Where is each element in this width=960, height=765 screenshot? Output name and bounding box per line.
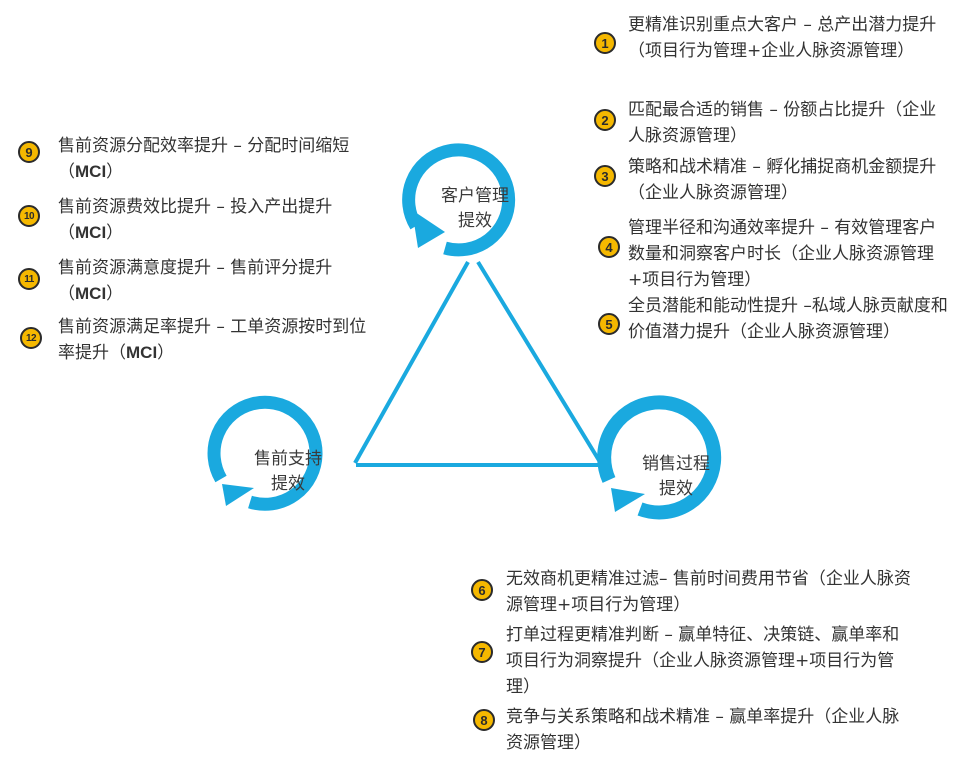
text-main: 售前资源分配效率提升 – 分配时间缩短（: [58, 136, 350, 182]
node-label-line: 提效: [659, 479, 693, 499]
number-badge: 5: [598, 313, 620, 335]
text-bold: MCI: [75, 284, 107, 303]
cycle-arrow-icon: [611, 488, 645, 512]
text-main: 售前资源满意度提升 – 售前评分提升（: [58, 258, 333, 304]
benefit-item-text: 策略和战术精准 – 孵化捕捉商机金额提升（企业人脉资源管理）: [628, 157, 937, 203]
benefit-item-text: 匹配最合适的销售 – 份额占比提升（企业人脉资源管理）: [628, 100, 937, 146]
benefit-item-text: 全员潜能和能动性提升 –私域人脉贡献度和价值潜力提升（企业人脉资源管理）: [628, 296, 948, 342]
text-bold: MCI: [75, 162, 107, 181]
node-sales-ring: [597, 395, 722, 520]
benefit-item-text: 售前资源费效比提升 – 投入产出提升（MCI）: [58, 194, 368, 246]
number-badge: 3: [594, 165, 616, 187]
benefit-item-text: 售前资源分配效率提升 – 分配时间缩短（MCI）: [58, 133, 368, 185]
number-badge: 12: [20, 327, 42, 349]
text-bold: MCI: [126, 343, 158, 362]
number-badge: 11: [18, 268, 40, 290]
node-label-line: 销售过程: [642, 454, 710, 474]
text-end: ）: [106, 284, 124, 304]
text-end: ）: [106, 223, 124, 243]
node-presales-label: 售前支持 提效: [233, 447, 343, 497]
benefit-item-text: 打单过程更精准判断 – 赢单特征、决策链、赢单率和项目行为洞察提升（企业人脉资源…: [506, 625, 900, 697]
node-presales-ring: [207, 395, 323, 511]
text-end: ）: [106, 162, 124, 182]
benefit-item-text: 售前资源满足率提升 – 工单资源按时到位率提升（MCI）: [58, 314, 368, 366]
node-label-line: 客户管理: [441, 186, 509, 206]
connector-customer-sales: [476, 260, 602, 464]
text-bold: MCI: [75, 223, 107, 242]
number-badge: 8: [473, 709, 495, 731]
node-label-line: 售前支持: [254, 449, 322, 469]
number-badge: 6: [471, 579, 493, 601]
node-customer-ring: [402, 143, 516, 257]
text-main: 售前资源满足率提升 – 工单资源按时到位率提升（: [58, 317, 367, 363]
text-end: ）: [157, 343, 175, 363]
benefit-item-text: 管理半径和沟通效率提升 – 有效管理客户数量和洞察客户时长（企业人脉资源管理+项…: [628, 218, 937, 290]
connector-customer-presales: [353, 261, 470, 464]
benefit-item-text: 无效商机更精准过滤– 售前时间费用节省（企业人脉资源管理+项目行为管理）: [506, 569, 911, 615]
number-badge: 2: [594, 109, 616, 131]
node-label-line: 提效: [458, 211, 492, 231]
cycle-arrow-icon: [222, 484, 254, 506]
text-main: 售前资源费效比提升 – 投入产出提升（: [58, 197, 333, 243]
benefit-item-text: 更精准识别重点大客户 – 总产出潜力提升（项目行为管理+企业人脉资源管理）: [628, 15, 937, 61]
node-label-line: 提效: [271, 474, 305, 494]
number-badge: 1: [594, 32, 616, 54]
number-badge: 9: [18, 141, 40, 163]
benefit-item-text: 竞争与关系策略和战术精准 – 赢单率提升（企业人脉资源管理）: [506, 707, 900, 753]
number-badge: 7: [471, 641, 493, 663]
benefit-item-text: 售前资源满意度提升 – 售前评分提升（MCI）: [58, 255, 368, 307]
node-sales-label: 销售过程 提效: [621, 452, 731, 502]
node-customer-label: 客户管理 提效: [420, 184, 530, 234]
number-badge: 10: [18, 205, 40, 227]
cycle-arrow-icon: [412, 210, 445, 248]
number-badge: 4: [598, 236, 620, 258]
